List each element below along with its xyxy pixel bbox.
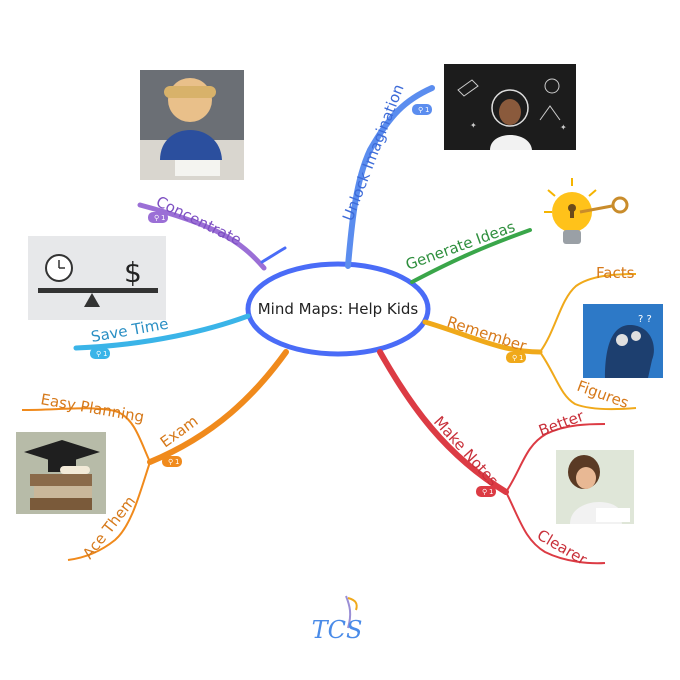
child-label-easy-planning: Easy Planning [39,390,145,426]
paperclip-icon: ⚲ [168,458,173,466]
svg-text:? ?: ? ? [638,314,652,325]
paperclip-icon: ⚲ [512,354,517,362]
branch-save-time[interactable]: Save Time ⚲ 1 [73,313,251,359]
tcs-logo: TCS [312,595,363,644]
attachment-badge-concentrate[interactable]: ⚲ 1 [148,212,168,223]
branch-unlock-imagination[interactable]: Unlock Imagination ⚲ 1 [339,82,435,269]
lightbulb-icon [544,178,597,244]
branch-label-generate: Generate Ideas [403,217,517,273]
image-time-money-balance[interactable]: $ [28,236,166,320]
image-lightbulb[interactable] [544,178,629,244]
image-graduation[interactable] [16,432,106,514]
attachment-badge-remember[interactable]: ⚲ 1 [506,352,526,363]
attachment-badge-exam[interactable]: ⚲ 1 [162,456,182,467]
dollar-icon: $ [124,256,142,289]
attachment-badge-unlock[interactable]: ⚲ 1 [412,104,432,115]
paperclip-icon: ⚲ [418,106,423,114]
svg-text:1: 1 [489,488,493,496]
child-label-facts: Facts [596,264,635,282]
branch-label-unlock: Unlock Imagination [339,82,408,224]
star-icon: ✦ [560,123,567,132]
star-icon: ✦ [470,121,477,130]
svg-text:1: 1 [103,350,107,358]
branch-label-make-notes: Make Notes [430,413,502,490]
svg-text:1: 1 [175,458,179,466]
svg-text:1: 1 [425,106,429,114]
paperclip-icon: ⚲ [96,350,101,358]
logo-text: TCS [312,616,363,644]
graduation-cap-icon [24,440,100,464]
svg-text:1: 1 [161,214,165,222]
child-label-better: Better [536,407,587,440]
paperclip-icon: ⚲ [154,214,159,222]
image-child-writing[interactable] [556,450,634,524]
image-head-gears[interactable]: ? ? [583,304,663,378]
central-node[interactable] [245,261,431,357]
paperclip-icon: ⚲ [482,488,487,496]
feather-icon [345,595,352,629]
gear-icon [616,334,628,346]
central-title: Mind Maps: Help Kids [258,300,419,318]
gear-icon [631,331,641,341]
attachment-badge-make-notes[interactable]: ⚲ 1 [476,486,496,497]
attachment-badge-save-time[interactable]: ⚲ 1 [90,348,110,359]
child-label-clearer: Clearer [534,526,591,569]
branch-generate-ideas[interactable]: Generate Ideas [403,217,532,284]
image-girl-space[interactable]: ✦ ✦ [444,64,576,150]
image-stressed-boy[interactable] [140,70,244,180]
key-icon [579,196,629,214]
svg-text:1: 1 [519,354,523,362]
